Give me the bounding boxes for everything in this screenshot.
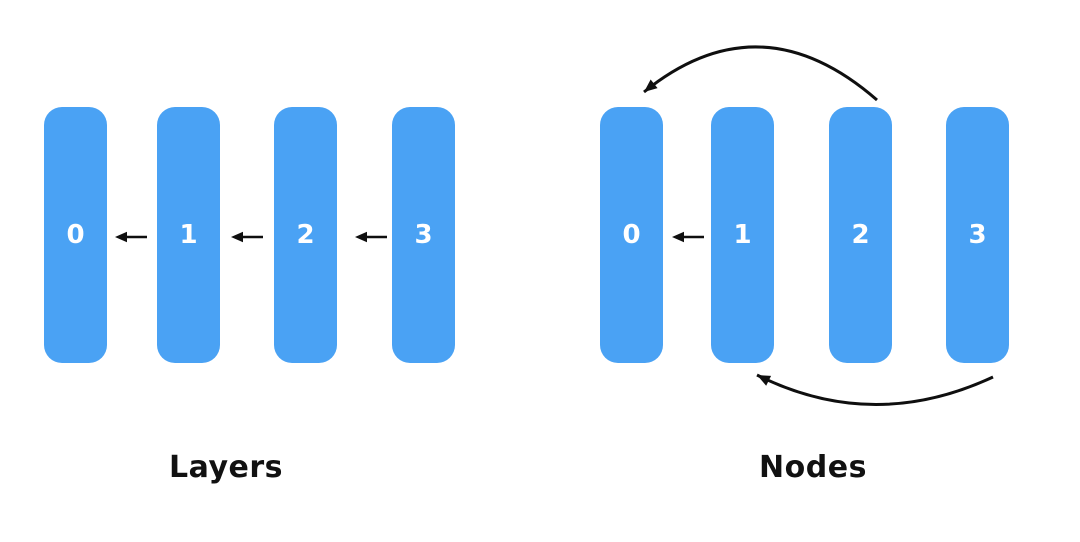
nodes-bar-3-number: 3 — [968, 220, 987, 250]
nodes-caption: Nodes — [759, 450, 867, 485]
nodes-bar-0: 0 — [600, 107, 663, 363]
layers-bar-0: 0 — [44, 107, 107, 363]
layers-bar-3: 3 — [392, 107, 455, 363]
layers-bar-1: 1 — [157, 107, 220, 363]
layers-bar-2-number: 2 — [296, 220, 315, 250]
layers-bar-0-number: 0 — [66, 220, 85, 250]
curved-arrow-nodes-2-to-0-icon — [643, 45, 878, 102]
nodes-bar-2: 2 — [829, 107, 892, 363]
nodes-bar-2-number: 2 — [851, 220, 870, 250]
curved-arrow-nodes-3-to-1-icon — [756, 373, 994, 406]
layers-caption: Layers — [169, 450, 283, 485]
arrow-layers-1-to-0-icon — [115, 231, 147, 243]
layers-bar-2: 2 — [274, 107, 337, 363]
layers-bar-3-number: 3 — [414, 220, 433, 250]
nodes-bar-0-number: 0 — [622, 220, 641, 250]
arrow-nodes-1-to-0-icon — [672, 231, 704, 243]
arrow-layers-2-to-1-icon — [231, 231, 263, 243]
layers-bar-1-number: 1 — [179, 220, 198, 250]
nodes-bar-3: 3 — [946, 107, 1009, 363]
arrow-layers-3-to-2-icon — [355, 231, 387, 243]
nodes-bar-1-number: 1 — [733, 220, 752, 250]
nodes-bar-1: 1 — [711, 107, 774, 363]
